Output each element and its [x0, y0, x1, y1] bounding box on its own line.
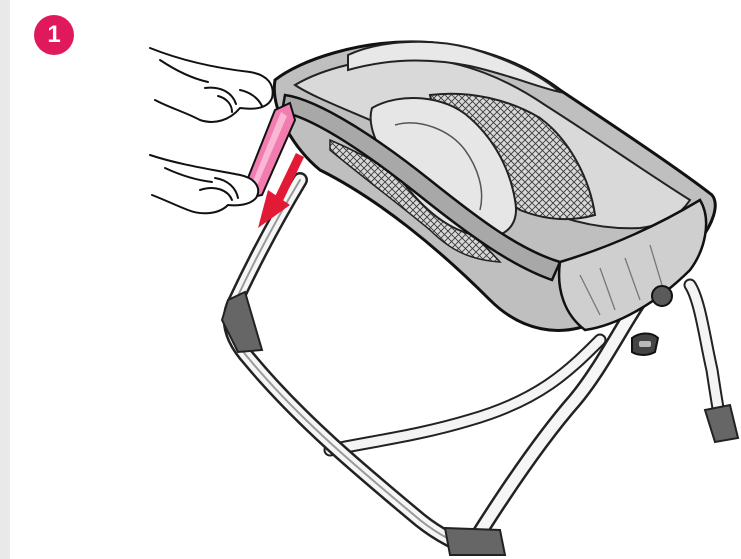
- bassinet-body: [274, 42, 715, 355]
- upper-hand: [150, 48, 273, 122]
- front-left-foot: [222, 292, 262, 352]
- side-hinge-knob: [652, 286, 672, 306]
- hands: [150, 48, 273, 213]
- back-foot: [705, 405, 738, 442]
- front-right-foot: [445, 528, 505, 555]
- lower-hand: [150, 155, 258, 213]
